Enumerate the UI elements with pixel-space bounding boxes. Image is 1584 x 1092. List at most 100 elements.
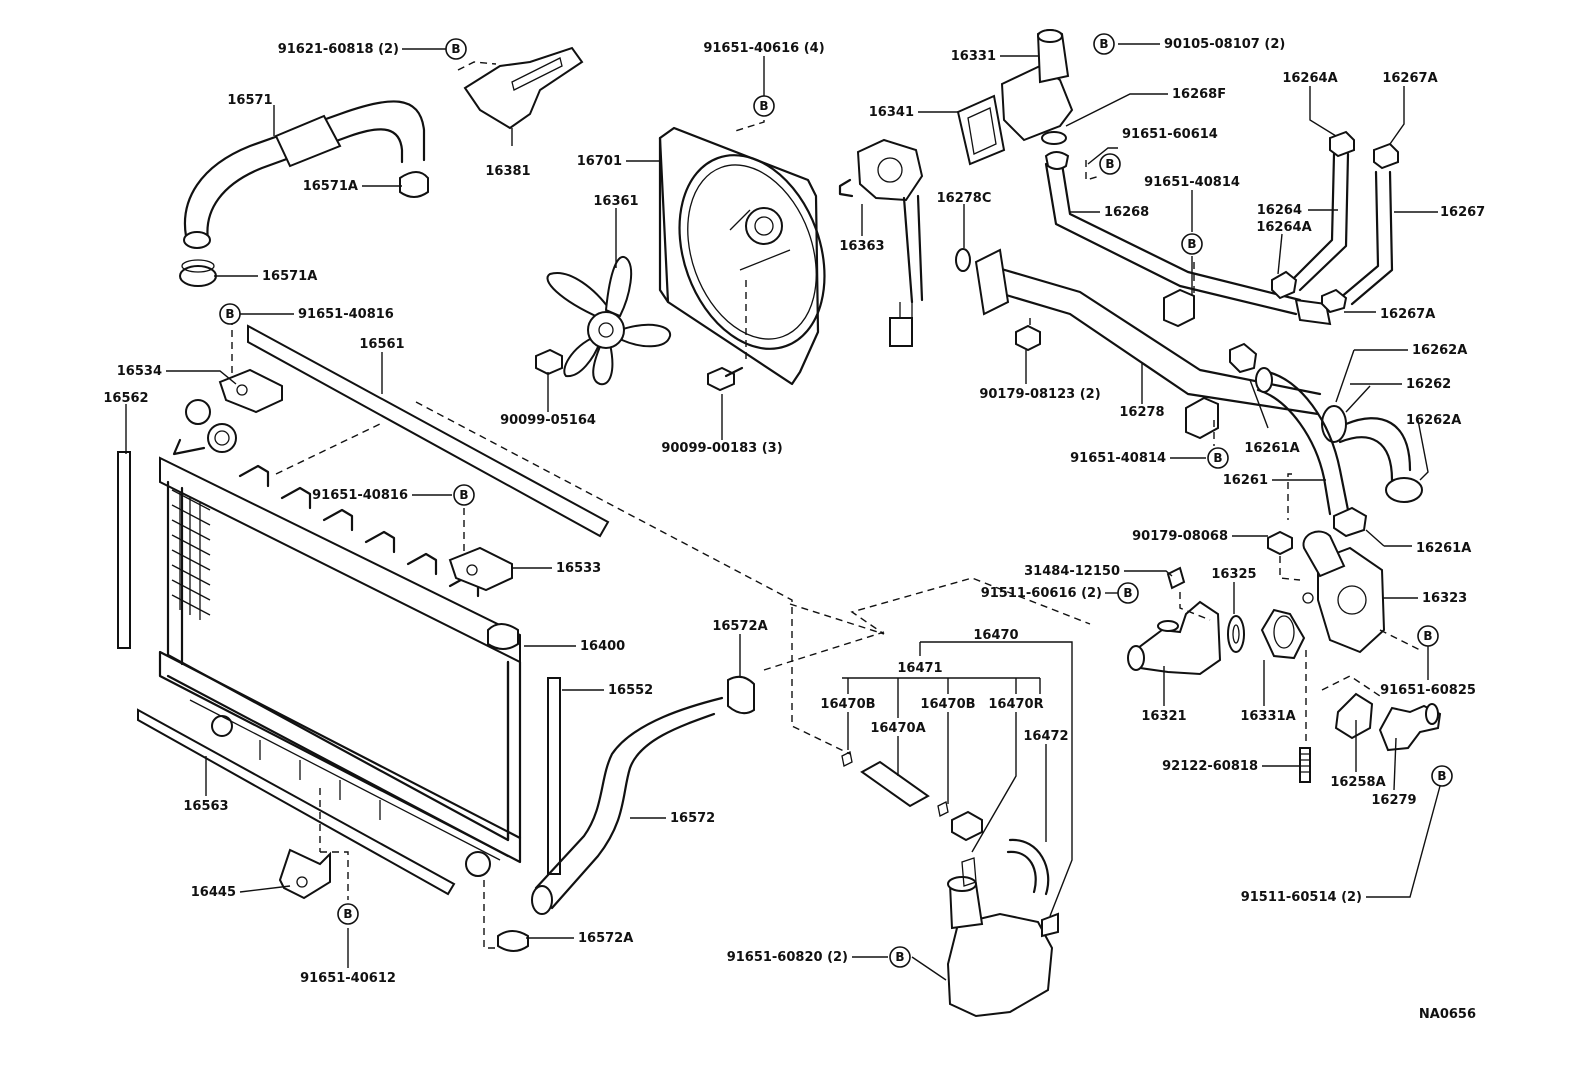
diagram-code: NA0656 (1419, 1007, 1476, 1022)
b-marker: B (1181, 233, 1203, 255)
callout-label: 16533 (556, 561, 601, 576)
water-inlet-16321 (1127, 600, 1222, 676)
callout-label: 16325 (1211, 567, 1256, 582)
lower-hose-16572 (531, 696, 724, 915)
svg-text:B: B (1123, 586, 1132, 600)
callout-label: 91621-60818 (2) (278, 42, 399, 57)
callout-label: 91651-60825 (1380, 683, 1476, 698)
svg-text:B: B (1187, 237, 1196, 251)
callout-label: 31484-12150 (1024, 564, 1120, 579)
leader-lines (125, 43, 1441, 981)
svg-text:B: B (1437, 769, 1446, 783)
callout-label: 16264 (1257, 203, 1302, 218)
svg-text:B: B (225, 307, 234, 321)
svg-text:B: B (1213, 451, 1222, 465)
callout-labels: 91621-60818 (2) 16571 16571A 16571A 1638… (103, 37, 1485, 986)
stud-92122-60818 (1299, 747, 1311, 783)
b-marker: B (445, 38, 467, 60)
callout-label: 16278C (937, 191, 992, 206)
callout-label: 91651-40814 (1144, 175, 1240, 190)
callout-label: 16341 (869, 105, 914, 120)
callout-label: 91511-60616 (2) (981, 586, 1102, 601)
callout-label: 16261 (1223, 473, 1268, 488)
svg-text:B: B (1099, 37, 1108, 51)
callout-label: 16267A (1382, 71, 1437, 86)
svg-text:B: B (343, 907, 352, 921)
heater-hose-16264 (1271, 130, 1355, 300)
callout-label: 16470R (988, 697, 1043, 712)
callout-label: 16471 (897, 661, 942, 676)
callout-label: 16572A (712, 619, 767, 634)
callout-label: 16472 (1023, 729, 1068, 744)
callout-label: 16279 (1371, 793, 1416, 808)
callout-label: 16571A (262, 269, 317, 284)
callout-label: 16381 (485, 164, 530, 179)
callout-label: 91651-60820 (2) (727, 950, 848, 965)
clamp-16571A (179, 171, 429, 287)
callout-label: 16267 (1440, 205, 1485, 220)
bracket-31484-12150 (1166, 566, 1186, 590)
cap-16470R (951, 810, 983, 887)
callout-label: 16470B (920, 697, 975, 712)
callout-label: 90179-08123 (2) (979, 387, 1100, 402)
bracket-16533 (448, 546, 513, 592)
callout-label: 16262A (1412, 343, 1467, 358)
upper-hose-16571 (183, 100, 426, 249)
callout-label: 16561 (359, 337, 404, 352)
callout-label: 16572A (578, 931, 633, 946)
bracket-16534 (218, 368, 283, 414)
water-outlet-16331 (1000, 29, 1074, 142)
callout-label: 91651-40816 (298, 307, 394, 322)
callout-label: 16268F (1172, 87, 1226, 102)
clamp-16261A (1229, 342, 1368, 538)
callout-label: 90099-00183 (3) (661, 441, 782, 456)
water-inlet-16323 (1302, 530, 1386, 654)
b-marker: B (1093, 33, 1115, 55)
svg-text:B: B (459, 488, 468, 502)
callout-label: 91651-40616 (4) (703, 41, 824, 56)
gasket-16341 (956, 94, 1006, 166)
callout-label: 16262 (1406, 377, 1451, 392)
callout-label: 16445 (191, 885, 236, 900)
hose-16472 (1006, 838, 1050, 896)
callout-label: 91651-40814 (1070, 451, 1166, 466)
callout-label: 16562 (103, 391, 148, 406)
callout-label: 16258A (1330, 775, 1385, 790)
b-markers: B B B B B B B B B B B B B (219, 33, 1453, 968)
b-marker: B (1117, 582, 1139, 604)
callout-label: 16361 (593, 194, 638, 209)
fan-motor-16363 (838, 138, 924, 347)
b-marker: B (1099, 153, 1121, 175)
svg-text:B: B (451, 42, 460, 56)
nut-90099-05164 (535, 348, 563, 376)
callout-label: 16470B (820, 697, 875, 712)
callout-label: 91651-40816 (312, 488, 408, 503)
callout-label: 16701 (577, 154, 622, 169)
callout-label: 16534 (117, 364, 162, 379)
callout-label: 16563 (183, 799, 228, 814)
hose-16262 (1321, 405, 1423, 503)
thermostat-16331A (1260, 608, 1306, 660)
callout-label: 16470A (870, 721, 925, 736)
svg-text:B: B (1423, 629, 1432, 643)
b-marker: B (1207, 447, 1229, 469)
svg-text:B: B (1105, 157, 1114, 171)
callout-label: 90105-08107 (2) (1164, 37, 1285, 52)
callout-label: 91651-60614 (1122, 127, 1218, 142)
callout-label: 16323 (1422, 591, 1467, 606)
b-marker: B (1431, 765, 1453, 787)
bracket-16381 (463, 46, 584, 130)
callout-label: 16321 (1141, 709, 1186, 724)
fan-shroud-16701 (658, 126, 826, 386)
callout-label: 16261A (1244, 441, 1299, 456)
clamp-16572A (497, 675, 755, 952)
callout-label: 16267A (1380, 307, 1435, 322)
o-ring-16278C (955, 248, 971, 272)
heater-hose-16267 (1321, 142, 1399, 314)
callout-label: 16268 (1104, 205, 1149, 220)
callout-label: 16571 (227, 93, 272, 108)
callout-label: 16571A (303, 179, 358, 194)
seal-16563 (137, 708, 456, 896)
bolt-90099-00183 (707, 366, 744, 392)
